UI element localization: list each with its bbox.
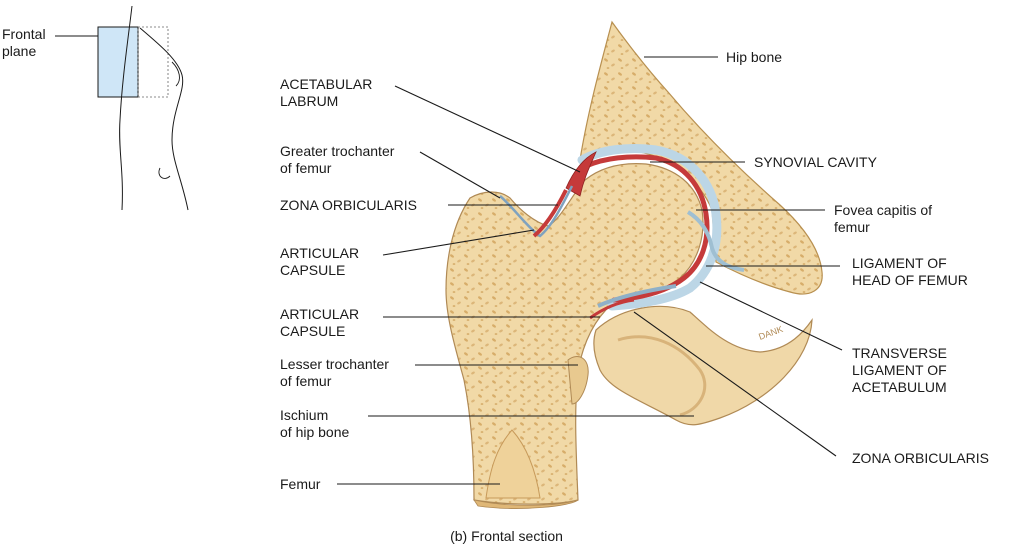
- transverse-ligament: [597, 284, 677, 308]
- hip-bone: [579, 20, 823, 426]
- medullary-cavity: [485, 429, 541, 499]
- articular-capsule-upper-red: [532, 189, 568, 238]
- lesser-trochanter-label: Lesser trochanter of femur: [280, 356, 389, 389]
- articular-capsule-upper: [499, 185, 574, 238]
- joint-structures: [499, 143, 745, 320]
- knee-crease: [158, 167, 171, 179]
- lesser-trochanter-shape: [567, 356, 589, 405]
- leader-greater-trochanter: [419, 151, 501, 199]
- acetabular-labrum-label: ACETABULAR LABRUM: [280, 76, 373, 109]
- femur-cut-surface: [473, 499, 579, 509]
- articular-capsule-lower: [589, 298, 635, 320]
- leader-articular-capsule-upper: [382, 229, 535, 256]
- ligament-of-head: [686, 210, 745, 272]
- leader-lines: [337, 56, 843, 485]
- figure-caption: (b) Frontal section: [450, 528, 563, 544]
- artist-signature: DANK: [757, 324, 784, 342]
- leg-outline-front: [119, 5, 133, 211]
- buttock-curve: [171, 61, 180, 87]
- ligament-of-head-label: LIGAMENT OF HEAD OF FEMUR: [852, 255, 968, 288]
- femur-label: Femur: [280, 476, 321, 492]
- leader-zona-orbicularis-right: [633, 311, 837, 457]
- zona-orbicularis-right-label: ZONA ORBICULARIS: [852, 450, 989, 466]
- ischium-label: Ischium of hip bone: [280, 407, 350, 440]
- frontal-plane-inset: [55, 5, 189, 211]
- synovial-cavity-label: SYNOVIAL CAVITY: [754, 154, 877, 170]
- leg-outline-back: [139, 27, 189, 211]
- zona-orbicularis-left-label: ZONA ORBICULARIS: [280, 197, 417, 213]
- fovea-capitis-label: Fovea capitis of femur: [834, 202, 933, 235]
- frontal-plane: [97, 26, 139, 98]
- frontal-plane-label: Frontal plane: [2, 26, 46, 59]
- ischium-highlight: [617, 335, 707, 417]
- articular-capsule-lower-label: ARTICULAR CAPSULE: [280, 306, 360, 339]
- greater-trochanter-label: Greater trochanter of femur: [280, 143, 395, 176]
- articular-cartilage-acetabulum: [577, 143, 722, 311]
- acetabular-labrum-shape: [565, 151, 597, 197]
- plane-depth-outline: [137, 26, 169, 98]
- transverse-ligament-label: TRANSVERSE LIGAMENT OF ACETABULUM: [852, 345, 947, 395]
- leader-transverse-ligament: [699, 281, 843, 351]
- hip-bone-label: Hip bone: [726, 49, 783, 65]
- articular-capsule-upper-label: ARTICULAR CAPSULE: [280, 245, 360, 278]
- femur-bone: [445, 163, 704, 509]
- leader-acetabular-labrum: [394, 85, 581, 173]
